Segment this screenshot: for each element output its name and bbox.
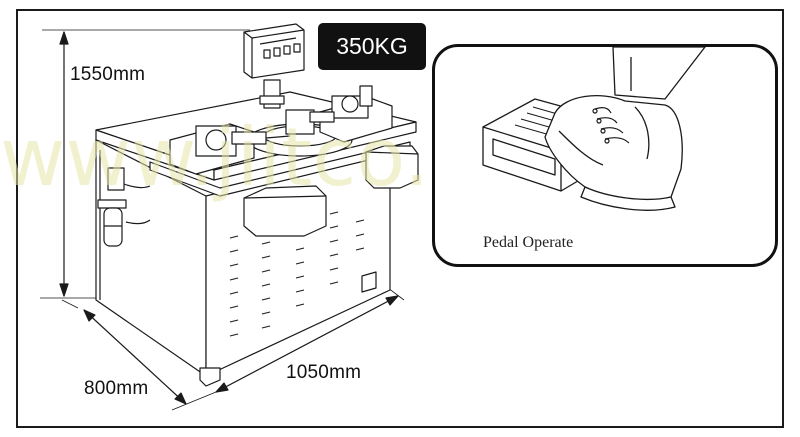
weight-badge: 350KG <box>318 23 426 70</box>
height-dimension-label: 1550mm <box>70 64 146 85</box>
depth-dimension-label: 800mm <box>84 378 149 399</box>
width-dimension-label: 1050mm <box>286 362 362 383</box>
foot-pedal-illustration <box>482 47 706 211</box>
pedal-inset: Pedal Operate <box>432 44 778 267</box>
pedal-operate-label: Pedal Operate <box>483 234 574 251</box>
